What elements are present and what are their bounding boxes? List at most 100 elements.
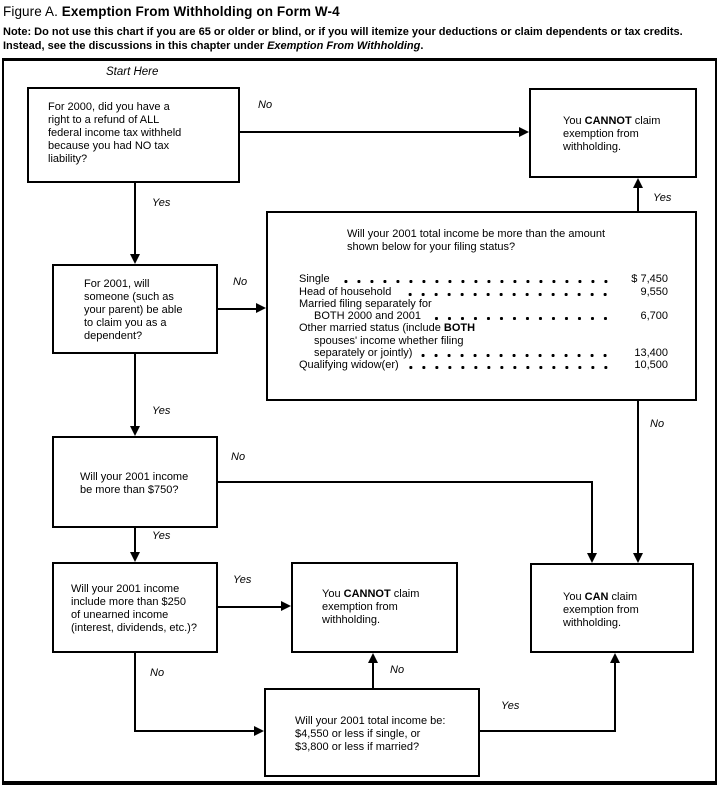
- filing-status-table: Single $ 7,450 Head of household 9,550 M…: [299, 273, 668, 371]
- row-label: Other married status (include BOTH: [299, 322, 475, 334]
- result-bold-word: CANNOT: [343, 588, 391, 600]
- question-line: For 2001, will: [84, 278, 150, 290]
- line-refund-yes: [134, 183, 136, 255]
- result-line: withholding.: [563, 617, 622, 629]
- arrowhead-750-yes: [130, 552, 140, 562]
- dot-leader: [483, 328, 612, 333]
- note-period: .: [420, 39, 424, 52]
- row-label-bold: BOTH: [443, 322, 476, 335]
- question-line: of unearned income: [71, 609, 169, 621]
- figure-note: Note: Do not use this chart if you are 6…: [3, 26, 717, 53]
- figure-title-prefix: Figure A.: [3, 4, 58, 19]
- question-box-total-income: Will your 2001 total income be: $4,550 o…: [264, 688, 480, 777]
- question-line: Will your 2001 total income be:: [295, 715, 446, 727]
- dot-leader: [399, 291, 612, 297]
- arrowhead-unearned-yes: [281, 601, 291, 611]
- line-dependent-yes: [134, 354, 136, 427]
- question-line: include more than $250: [71, 596, 186, 608]
- question-line: (interest, dividends, etc.)?: [71, 622, 197, 634]
- row-label: spouses' income whether filing: [314, 334, 464, 347]
- question-line: right to a refund of ALL: [48, 114, 160, 126]
- dot-leader: [471, 341, 612, 346]
- arrowhead-income-table-no: [633, 553, 643, 563]
- edge-label-750-yes: Yes: [152, 530, 171, 542]
- row-value: 13,400: [634, 347, 668, 360]
- question-line: someone (such as: [84, 291, 174, 303]
- edge-label-total-income-no: No: [390, 664, 405, 676]
- income-table-heading: Will your 2001 total income be more than…: [347, 228, 695, 254]
- result-text: claim: [611, 591, 638, 603]
- result-bold-word: CANNOT: [584, 115, 632, 127]
- arrowhead-dependent-yes: [130, 426, 140, 436]
- dot-leader: [429, 316, 612, 322]
- result-box-can: You CAN claim exemption from withholding…: [530, 563, 694, 653]
- question-line: be more than $750?: [80, 484, 179, 496]
- result-text: claim: [634, 115, 661, 127]
- line-income-table-yes: [637, 186, 639, 211]
- line-total-income-yes-vertical: [614, 661, 616, 732]
- edge-label-dependent-no: No: [233, 276, 248, 288]
- arrowhead-income-table-yes: [633, 178, 643, 188]
- edge-label-refund-no: No: [258, 99, 273, 111]
- question-box-income-table: Will your 2001 total income be more than…: [266, 211, 697, 401]
- question-box-income-750: Will your 2001 income be more than $750?: [52, 436, 218, 528]
- arrowhead-refund-yes: [130, 254, 140, 264]
- result-line: exemption from: [563, 604, 639, 616]
- line-income-table-no: [637, 401, 639, 554]
- edge-label-unearned-no: No: [150, 667, 165, 679]
- question-line: Will your 2001 income: [71, 583, 180, 595]
- note-line-1: Note: Do not use this chart if you are 6…: [3, 26, 717, 40]
- line-unearned-no-horizontal: [134, 730, 255, 732]
- filing-status-row: spouses' income whether filing: [299, 334, 668, 347]
- arrowhead-total-income-no: [368, 653, 378, 663]
- dot-leader: [420, 353, 612, 359]
- row-label: BOTH 2000 and 2001: [314, 310, 422, 323]
- line-750-no-vertical: [591, 481, 593, 554]
- arrowhead-dependent-no: [256, 303, 266, 313]
- question-box-refund-2000: For 2000, did you have a right to a refu…: [27, 87, 240, 183]
- filing-status-row: Other married status (include BOTH: [299, 322, 668, 334]
- dot-leader: [440, 304, 612, 309]
- note-text-1: Do not use this chart if you are 65 or o…: [34, 26, 683, 38]
- result-line: You CAN claim: [563, 591, 682, 604]
- filing-status-row: Married filing separately for: [299, 298, 668, 310]
- question-box-dependent: For 2001, will someone (such as your par…: [52, 264, 218, 354]
- edge-label-income-table-yes: Yes: [653, 192, 672, 204]
- line-750-yes: [134, 528, 136, 553]
- row-value: 9,550: [640, 285, 668, 298]
- arrowhead-refund-no: [519, 127, 529, 137]
- question-line: because you had NO tax: [48, 140, 170, 152]
- question-line: dependent?: [84, 330, 143, 342]
- filing-status-row: Qualifying widow(er) 10,500: [299, 359, 668, 371]
- line-total-income-yes-horizontal: [480, 730, 616, 732]
- line-unearned-no-vertical: [134, 653, 136, 732]
- row-label: Single: [299, 273, 330, 286]
- question-line: federal income tax withheld: [48, 127, 182, 139]
- question-line: For 2000, did you have a: [48, 101, 170, 113]
- line-unearned-yes: [218, 606, 282, 608]
- arrowhead-750-no: [587, 553, 597, 563]
- start-here-label: Start Here: [106, 66, 159, 78]
- result-line: exemption from: [322, 601, 398, 613]
- edge-label-income-table-no: No: [650, 418, 665, 430]
- question-line: liability?: [48, 153, 88, 165]
- flowchart-frame: [2, 58, 717, 785]
- question-line: to claim you as a: [84, 317, 167, 329]
- edge-label-750-no: No: [231, 451, 246, 463]
- question-line: $3,800 or less if married?: [295, 741, 420, 753]
- line-total-income-no: [372, 661, 374, 688]
- result-line: withholding.: [563, 141, 622, 153]
- dot-leader: [337, 279, 612, 285]
- edge-label-total-income-yes: Yes: [501, 700, 520, 712]
- question-line: Will your 2001 income: [80, 471, 189, 483]
- filing-status-row: BOTH 2000 and 2001 6,700: [299, 310, 668, 322]
- question-line: $4,550 or less if single, or: [295, 728, 421, 740]
- line-refund-no: [240, 131, 520, 133]
- row-label: separately or jointly): [314, 347, 413, 360]
- row-label: Head of household: [299, 285, 392, 298]
- figure-title-main: Exemption From Withholding on Form W-4: [61, 4, 340, 19]
- edge-label-dependent-yes: Yes: [152, 405, 171, 417]
- result-line: You CANNOT claim: [563, 115, 685, 128]
- note-line-2: Instead, see the discussions in this cha…: [3, 40, 717, 54]
